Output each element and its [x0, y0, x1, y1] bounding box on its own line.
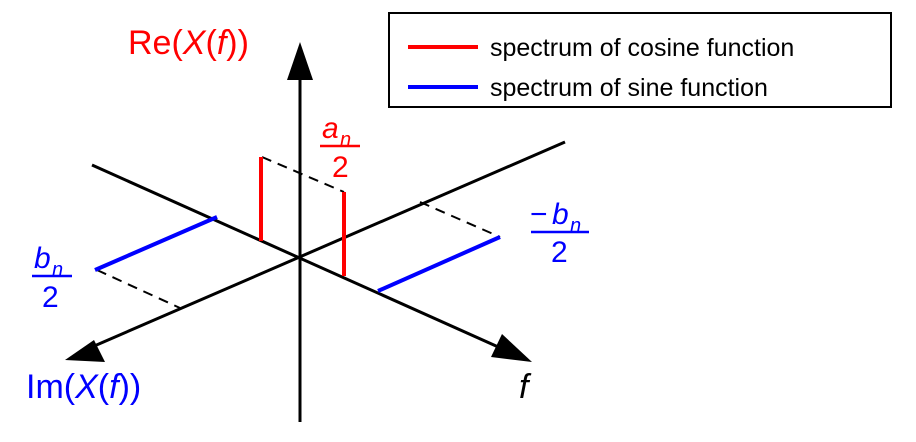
axes	[65, 42, 566, 422]
legend-box	[388, 12, 892, 108]
sine-positive-dashed-guide	[96, 269, 181, 309]
frequency-axis-label: f	[519, 368, 532, 406]
sine-negative-dashed-guide	[419, 201, 501, 238]
frequency-axis-arrowhead	[491, 334, 532, 362]
sine-positive-fraction-numerator: b	[34, 242, 51, 275]
cosine-spectrum	[259, 157, 346, 276]
sine-positive-fraction-subscript: n	[52, 259, 63, 281]
sine-negative-fraction-denominator: 2	[551, 236, 568, 269]
legend: spectrum of cosine function spectrum of …	[388, 12, 892, 108]
sine-positive-fraction-denominator: 2	[42, 281, 59, 314]
sine-spectrum	[94, 215, 501, 293]
real-axis-arrowhead	[287, 42, 313, 80]
sine-line-positive-im	[94, 215, 218, 272]
sine-negative-fraction-subscript: n	[570, 215, 581, 237]
imaginary-axis-label: Im(X(f))	[26, 368, 141, 406]
cosine-fraction-numerator: a	[322, 112, 339, 145]
sine-negative-amplitude-fraction: − b n 2	[530, 198, 589, 269]
imaginary-axis	[84, 140, 566, 352]
legend-label-cosine: spectrum of cosine function	[490, 34, 794, 62]
sine-negative-fraction-sign: −	[530, 198, 548, 231]
cosine-amplitude-fraction: a n 2	[320, 112, 360, 184]
dashed-guides	[96, 156, 501, 309]
legend-label-sine: spectrum of sine function	[490, 74, 768, 102]
sine-line-negative-im	[377, 235, 501, 293]
cosine-fraction-denominator: 2	[332, 151, 349, 184]
sine-positive-amplitude-fraction: b n 2	[32, 242, 72, 314]
sine-negative-fraction-numerator: b	[552, 198, 569, 231]
cosine-dashed-guide	[261, 156, 345, 193]
cosine-fraction-subscript: n	[340, 129, 351, 151]
real-axis-label: Re(X(f))	[128, 24, 249, 62]
imaginary-axis-arrowhead	[65, 340, 105, 362]
